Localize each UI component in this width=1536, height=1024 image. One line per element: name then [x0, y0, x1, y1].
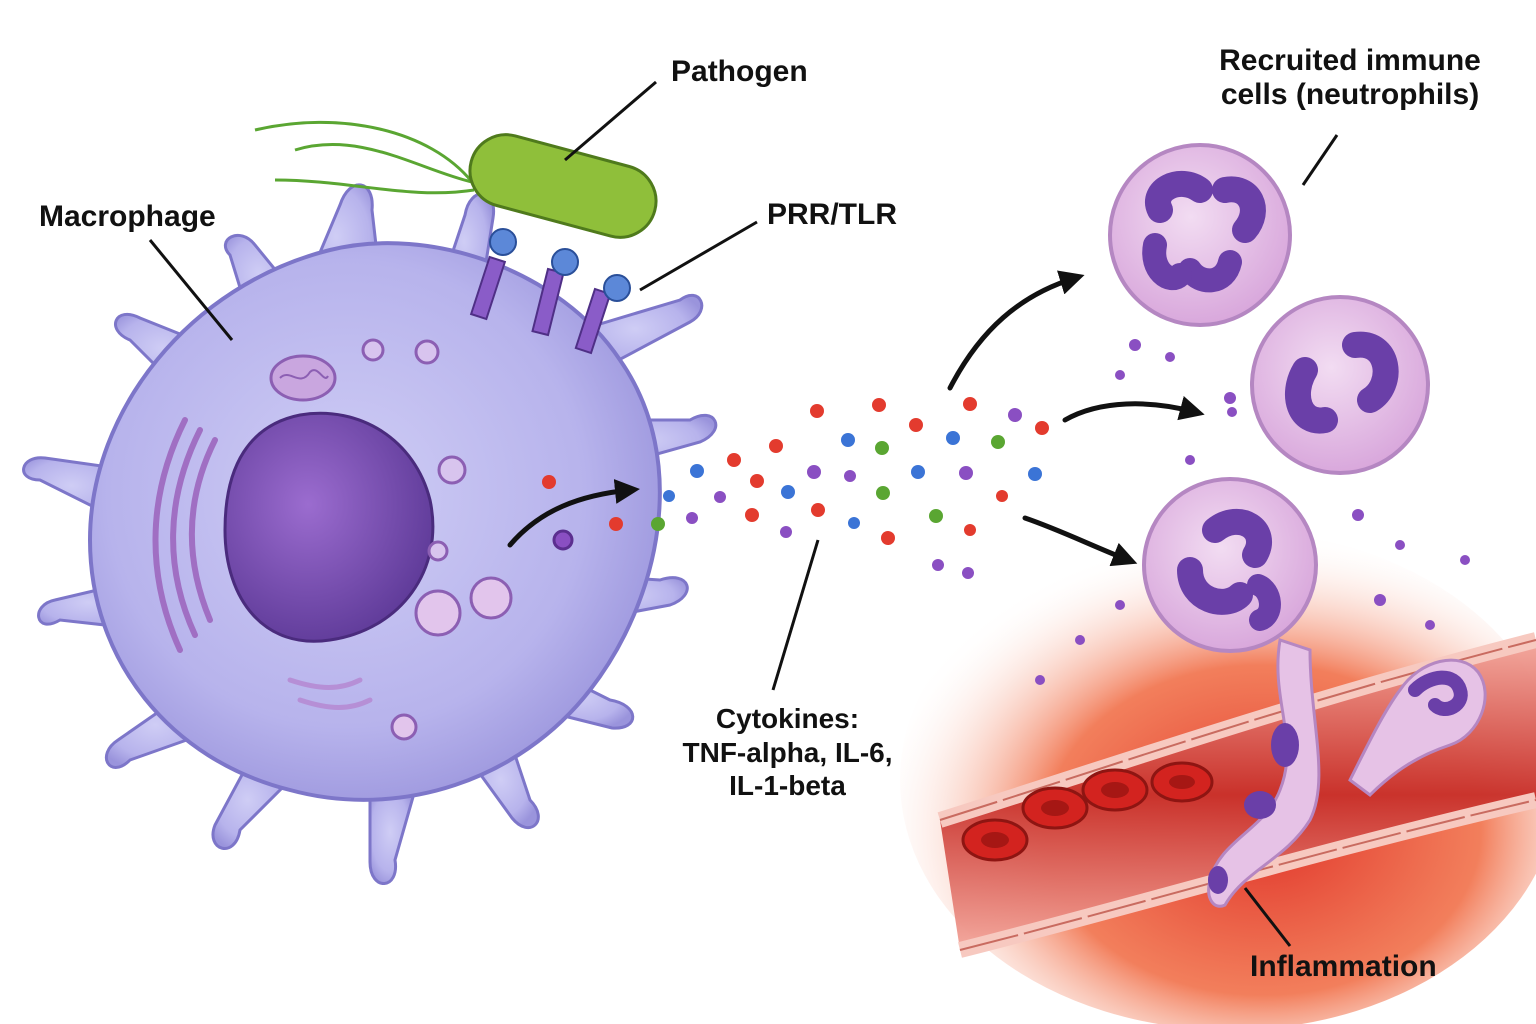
neutrophil-cell-2	[1250, 295, 1430, 475]
leader-recruited	[1301, 134, 1339, 186]
adhering-neutrophil	[1348, 658, 1487, 797]
leader-prr	[639, 220, 758, 292]
prr-tlr-label: PRR/TLR	[767, 198, 897, 231]
cytokines-label-line-1: Cytokines:	[715, 703, 860, 734]
arrow-to-neutrophil-3	[1022, 515, 1138, 567]
red-blood-cells	[961, 761, 1214, 862]
cytokines-label: Cytokines: TNF-alpha, IL-6, IL-1-beta	[680, 702, 895, 803]
migrating-neutrophil	[1207, 638, 1321, 908]
flow-arrows	[507, 270, 1205, 567]
pathogen-bacterium	[254, 120, 658, 239]
arrow-to-neutrophil-1	[947, 270, 1085, 391]
mitochondrion	[269, 354, 337, 402]
pathogen-label: Pathogen	[671, 55, 808, 88]
cytokines-label-line-2: TNF-alpha, IL-6,	[682, 736, 893, 768]
endoplasmic-reticulum	[287, 677, 373, 710]
cytokine-particles	[542, 339, 1470, 685]
cytokines-label-line-3: IL-1-beta	[729, 770, 846, 802]
leader-cytokines	[771, 539, 820, 691]
neutrophil-cell-1	[1108, 143, 1292, 327]
macrophage-label: Macrophage	[39, 200, 216, 233]
recruited-cells-label-line-2: cells (neutrophils)	[1220, 77, 1480, 111]
prr-tlr-receptors	[469, 228, 631, 355]
arrow-macrophage-to-cytokines	[507, 479, 640, 548]
leader-macrophage	[148, 239, 234, 341]
leader-pathogen	[564, 80, 657, 162]
recruited-cells-label-line-1: Recruited immune	[1219, 44, 1481, 77]
recruited-cells-label: Recruited immune cells (neutrophils)	[1200, 44, 1500, 111]
neutrophil-cell-3	[1142, 477, 1318, 653]
vesicles	[361, 338, 574, 741]
leader-inflammation	[1243, 887, 1292, 947]
leader-lines	[148, 80, 1339, 947]
golgi-apparatus	[152, 417, 218, 653]
arrow-to-neutrophil-2	[1062, 396, 1205, 423]
inflammation-label: Inflammation	[1250, 950, 1437, 983]
inflammation-region	[900, 530, 1536, 1024]
macrophage-cell	[22, 183, 718, 885]
macrophage-nucleus	[223, 411, 435, 643]
